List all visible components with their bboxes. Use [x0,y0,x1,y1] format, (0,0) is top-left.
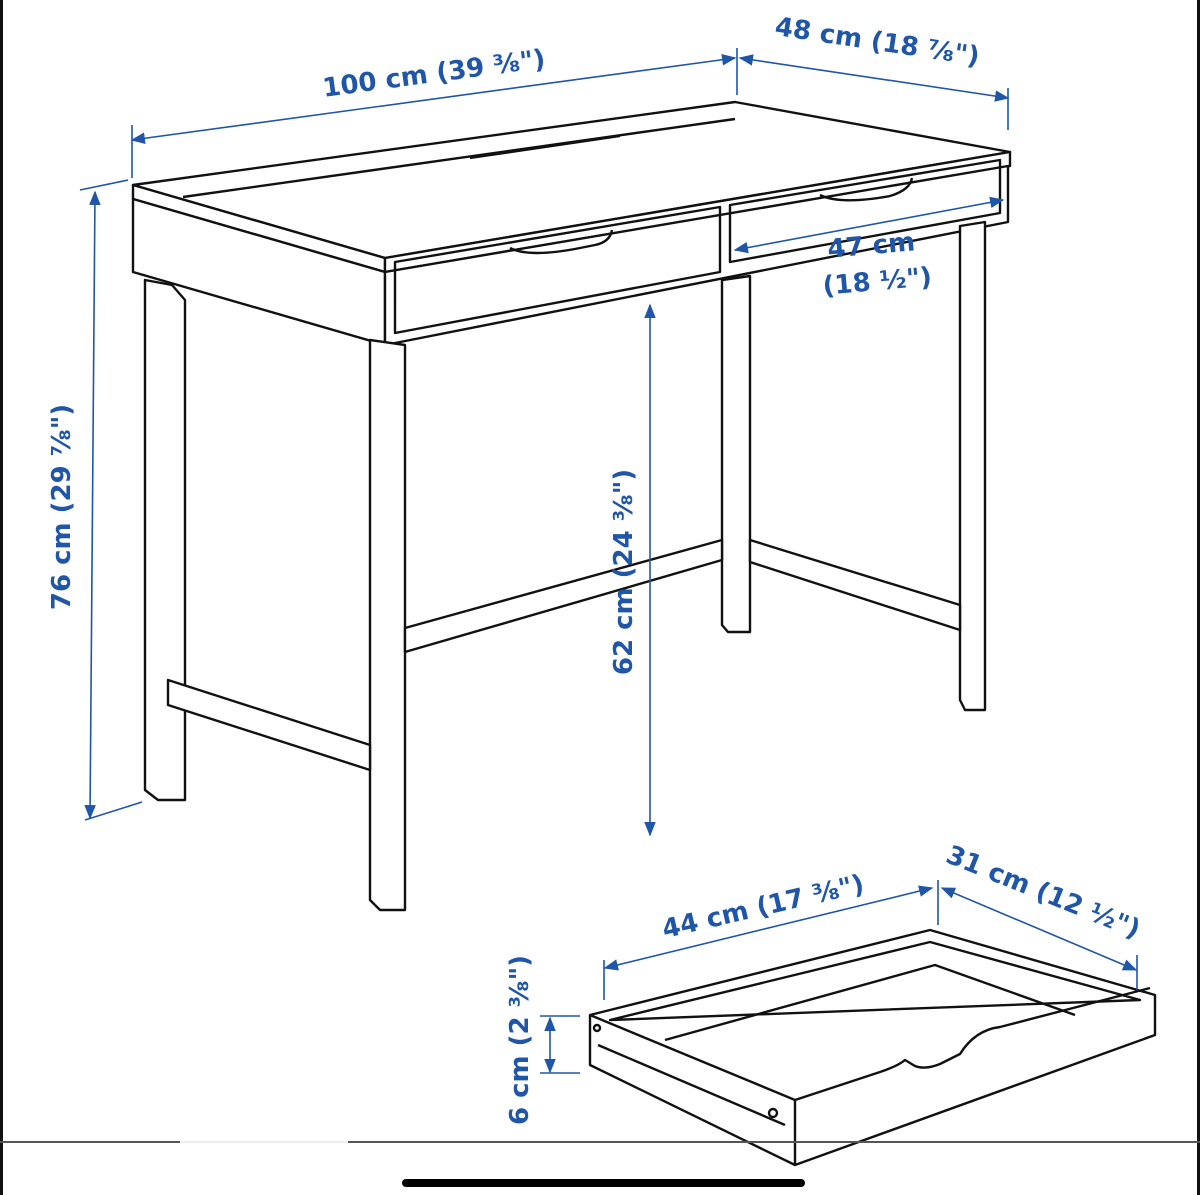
home-indicator[interactable] [402,1179,805,1187]
drawer-front-cutout [794,986,1151,1102]
stretcher-right [748,538,962,632]
dim-drawer-width [603,885,934,971]
stretcher-left [166,678,372,772]
label-drawer-front-width-in: (18 ½") [821,262,933,301]
leg-back-right [720,274,752,634]
drawer-side-top [589,1013,796,1102]
separator-highlight [180,1141,348,1143]
drawer-floor [664,963,1076,1042]
label-desk-depth: 48 cm (18 ⅞") [773,12,981,72]
right-frame-edge [1197,0,1200,1195]
dim-desk-depth [738,54,1010,102]
dim-drawer-front-width [733,196,1005,254]
drawer-screw [767,1107,779,1119]
leg-back-left [143,278,187,802]
drawer-inner [608,940,1142,1022]
dim-drawer-depth [940,887,1138,971]
ext-line [79,179,129,191]
label-drawer-front-width-cm: 47 cm [826,227,916,265]
drawer-screw [592,1023,602,1033]
label-desk-height: 76 cm (29 ⅞") [47,404,77,610]
ext-line [84,801,143,821]
drawer-body [588,928,1157,1167]
drawer-runner [597,1043,786,1127]
label-desk-width: 100 cm (39 ⅜") [321,44,547,103]
label-drawer-width: 44 cm (17 ⅜") [659,869,867,945]
label-leg-clearance: 62 cm (24 ⅜") [609,469,639,675]
separator-line [0,1141,1200,1143]
dimension-lines [79,48,1138,1074]
stretcher-back [403,538,724,654]
leg-front-left [368,338,407,912]
dim-desk-height [84,190,101,820]
label-drawer-depth: 31 cm (12 ½") [942,840,1144,945]
label-drawer-height: 6 cm (2 ⅜") [505,955,535,1125]
left-frame-edge [0,0,3,1195]
drawer-drawing [588,928,1157,1167]
drawer-front-left [393,205,722,335]
drawer-handle-left [509,229,614,255]
leg-front-right [958,220,987,712]
dim-desk-width [130,54,737,144]
